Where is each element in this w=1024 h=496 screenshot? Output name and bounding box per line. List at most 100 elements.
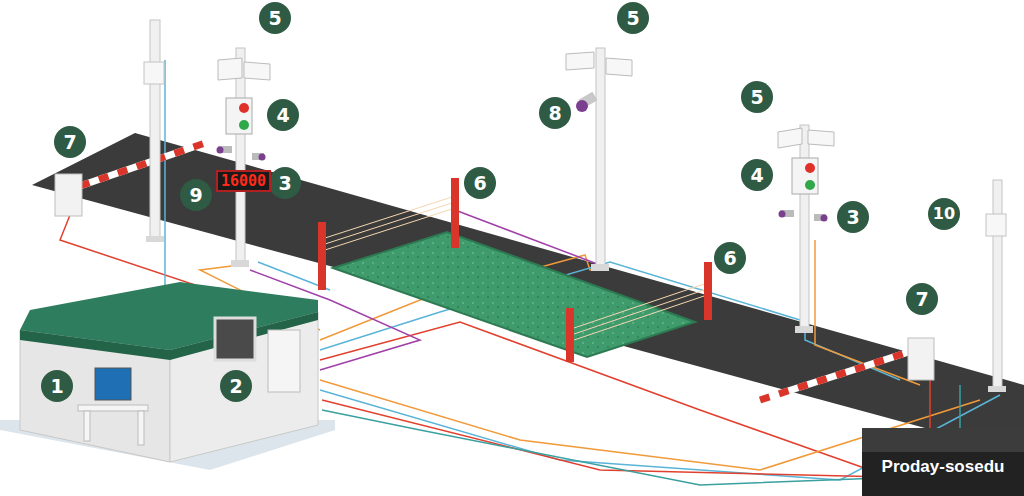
callout-circle	[906, 283, 938, 315]
callout-circle	[259, 2, 291, 34]
callout-circle	[41, 2, 960, 402]
light-beam	[574, 282, 710, 328]
callout-circle	[269, 167, 301, 199]
callout-number: 9	[189, 186, 202, 205]
light-pole	[218, 58, 242, 80]
callout-circle	[539, 97, 571, 129]
traffic-light	[239, 103, 249, 113]
callout-number: 2	[229, 377, 242, 396]
light-beam	[325, 202, 455, 244]
operator-house	[268, 330, 300, 392]
callout-number: 4	[276, 106, 289, 125]
barrier	[760, 338, 934, 400]
photo-sensor-post	[318, 178, 712, 362]
barrier	[760, 350, 915, 400]
light-pole	[244, 62, 270, 80]
barrier	[760, 350, 915, 400]
light-pole	[808, 130, 834, 146]
operator-house	[95, 368, 131, 400]
weight-display: 16000	[216, 170, 271, 192]
pole	[988, 386, 1006, 392]
callout-number: 5	[750, 88, 763, 107]
operator-house	[0, 282, 335, 470]
traffic-light	[239, 120, 249, 130]
callout-circle	[928, 198, 960, 230]
callout-circle	[741, 81, 773, 113]
light-pole	[778, 128, 802, 148]
callout-number: 6	[723, 249, 736, 268]
callout-circle	[714, 242, 746, 274]
traffic-light	[792, 158, 818, 194]
traffic-light	[792, 158, 818, 194]
light-beam	[325, 196, 710, 340]
pole	[144, 62, 164, 84]
callout-circle	[220, 370, 252, 402]
callout-number: 1	[50, 377, 63, 396]
callout-number: 7	[63, 133, 76, 152]
operator-house	[78, 405, 148, 411]
callout-circle	[617, 2, 649, 34]
light-beam	[574, 288, 710, 334]
callout-circle	[267, 99, 299, 131]
callout-number: 10	[933, 206, 955, 222]
barrier	[80, 143, 205, 186]
operator-house	[84, 411, 90, 441]
callout-number: 7	[915, 290, 928, 309]
callout-circle	[180, 179, 212, 211]
callout-number: 5	[268, 9, 281, 28]
callout-number: 4	[750, 166, 763, 185]
camera	[779, 210, 828, 222]
camera	[576, 100, 588, 112]
operator-house	[215, 318, 255, 360]
camera	[821, 215, 828, 222]
light-pole	[566, 52, 594, 70]
light-pole	[800, 125, 809, 330]
barrier	[80, 143, 205, 186]
photo-sensor-post	[566, 308, 574, 362]
camera	[576, 92, 597, 112]
traffic-light	[226, 98, 252, 134]
display-reading: 16000	[221, 172, 266, 190]
light-pole	[231, 260, 249, 267]
light-pole	[778, 125, 834, 333]
callout-circle	[54, 126, 86, 158]
camera	[259, 154, 266, 161]
callout-number: 6	[473, 174, 486, 193]
pole	[986, 180, 1006, 392]
scale-platform	[333, 232, 695, 357]
watermark: Proday-sosedu	[882, 458, 1005, 475]
photo-sensor-post	[318, 222, 326, 290]
pole	[144, 20, 164, 242]
traffic-light	[805, 180, 815, 190]
watermark-box	[862, 428, 1024, 496]
light-pole	[218, 48, 270, 267]
light-pole	[606, 58, 632, 76]
callout-number: 5	[626, 9, 639, 28]
camera	[779, 211, 786, 218]
camera	[217, 147, 224, 154]
callout-number: 8	[548, 104, 561, 123]
callout-circle	[741, 159, 773, 191]
callout-circle	[464, 167, 496, 199]
callout-number: 3	[278, 174, 291, 193]
cable	[60, 60, 1000, 485]
barrier	[55, 174, 82, 216]
light-pole	[596, 48, 605, 268]
light-beam	[325, 196, 455, 238]
light-beam	[325, 208, 455, 250]
photo-sensor-post	[704, 262, 712, 320]
light-pole	[591, 264, 609, 271]
barrier	[908, 338, 934, 380]
cable	[164, 60, 166, 292]
pole	[993, 180, 1002, 390]
callout-circle	[41, 370, 73, 402]
operator-house	[138, 411, 144, 445]
pole	[986, 214, 1006, 236]
light-beam	[574, 294, 710, 340]
watermark-box	[862, 428, 1024, 452]
pole	[146, 236, 164, 242]
traffic-light	[226, 98, 252, 134]
traffic-light	[805, 163, 815, 173]
